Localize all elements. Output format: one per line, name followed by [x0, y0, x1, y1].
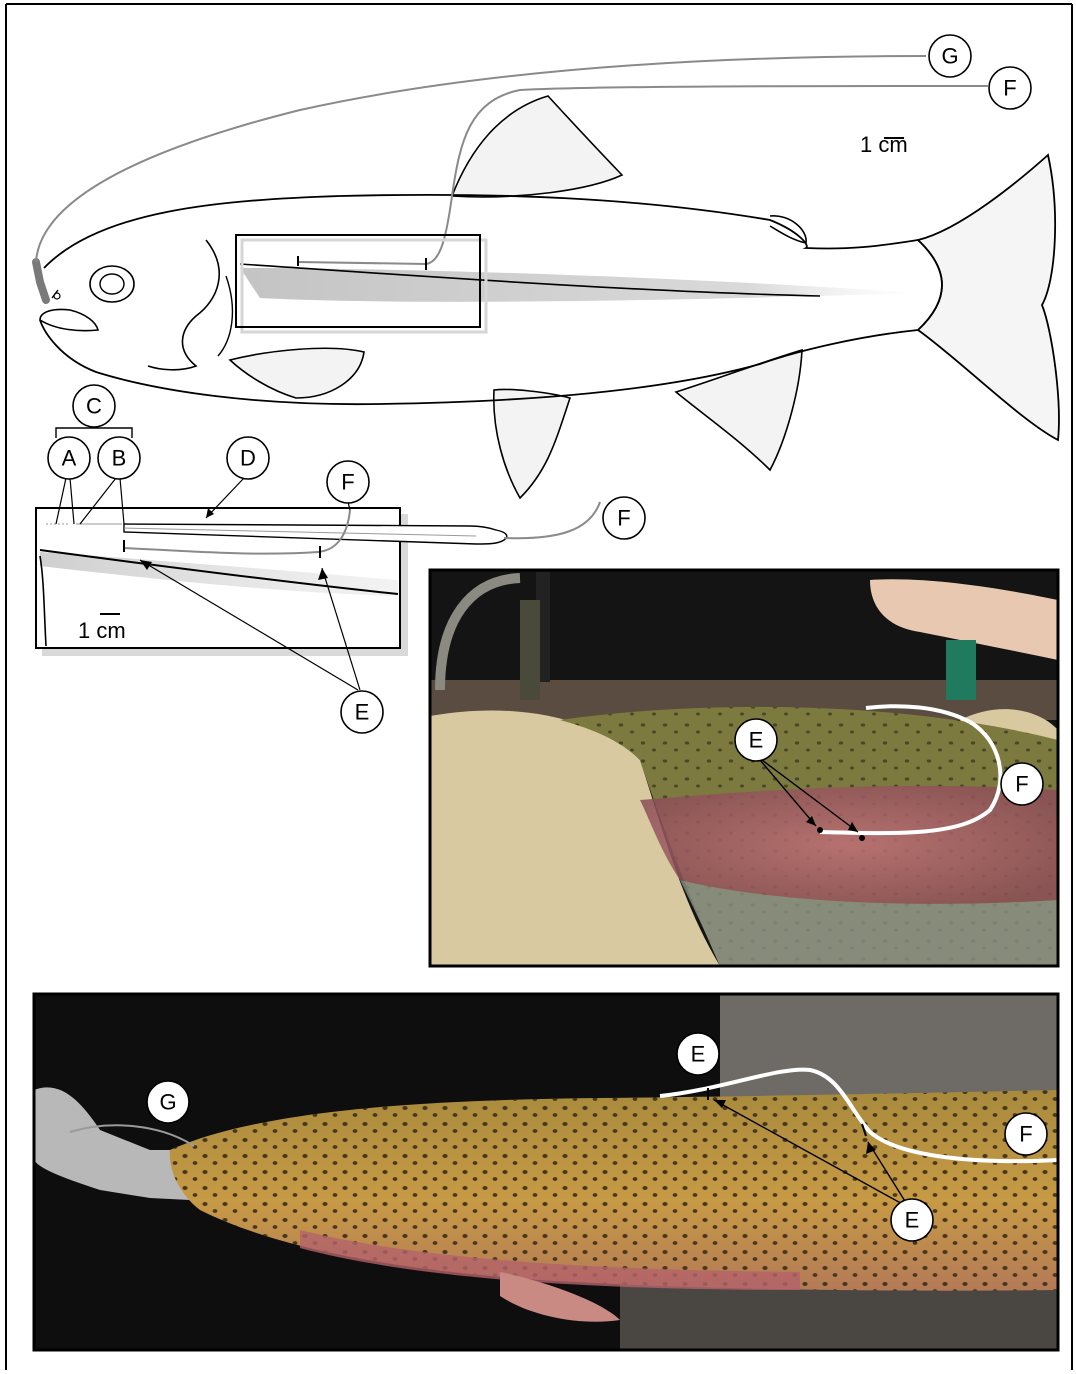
svg-text:F: F	[1003, 76, 1016, 101]
inset-wire-F-outer	[504, 502, 600, 538]
photo-swimming-trout: G E E F	[34, 994, 1058, 1350]
label-F-top: F	[989, 67, 1031, 109]
svg-text:B: B	[112, 446, 127, 471]
label-G-top: G	[929, 35, 971, 77]
svg-text:F: F	[1015, 772, 1028, 797]
svg-text:E: E	[749, 728, 764, 753]
label-F-inset-outer: F	[603, 497, 645, 539]
label-E-photo1: E	[735, 719, 777, 761]
scale-bar-top-label: 1 cm	[860, 132, 908, 157]
label-F-photo2: F	[1005, 1113, 1047, 1155]
svg-text:E: E	[905, 1208, 920, 1233]
trout-diagram: 1 cm G F	[36, 35, 1059, 498]
label-G-photo2: G	[147, 1081, 189, 1123]
dorsal-fin	[452, 96, 622, 197]
implant-segment	[298, 262, 426, 264]
photo-surgery: E F	[430, 570, 1058, 966]
svg-text:E: E	[355, 700, 370, 725]
svg-text:A: A	[62, 446, 77, 471]
label-C: C	[73, 385, 115, 427]
svg-text:C: C	[86, 394, 102, 419]
label-E-inset: E	[341, 691, 383, 733]
anal-fin	[676, 350, 802, 470]
svg-text:D: D	[240, 446, 256, 471]
label-E-photo2-top: E	[677, 1033, 719, 1075]
svg-text:G: G	[941, 44, 958, 69]
caudal-fin	[918, 155, 1059, 440]
scale-bar-inset-label: 1 cm	[78, 618, 126, 643]
svg-text:F: F	[341, 470, 354, 495]
label-F-photo1: F	[1001, 763, 1043, 805]
trout-jaw	[40, 309, 98, 330]
svg-text:E: E	[691, 1042, 706, 1067]
svg-text:F: F	[1019, 1122, 1032, 1147]
gill-cover	[148, 240, 219, 370]
pelvic-fin	[494, 389, 570, 498]
label-D: D	[227, 437, 269, 479]
label-F-inset-inner: F	[327, 461, 369, 503]
svg-text:G: G	[159, 1090, 176, 1115]
label-A: A	[48, 437, 90, 479]
svg-text:F: F	[617, 506, 630, 531]
label-E-photo2-bottom: E	[891, 1199, 933, 1241]
pectoral-fin	[230, 348, 364, 398]
operculum-line	[218, 276, 232, 356]
label-B: B	[98, 437, 140, 479]
